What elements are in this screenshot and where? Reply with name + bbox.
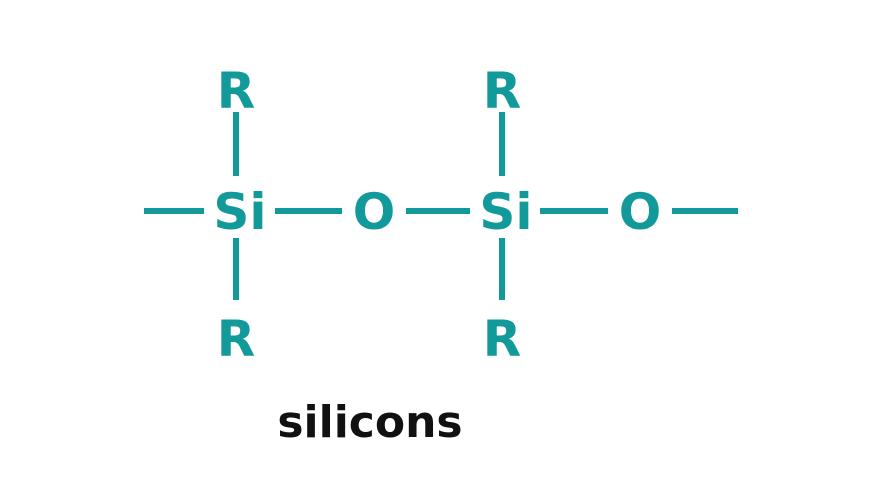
atom-r-top-1: R [217,62,256,120]
diagram-caption: silicons [277,397,462,448]
atom-r-bottom-2: R [483,310,522,368]
atom-si-2: Si [479,183,532,241]
atom-o-1: O [353,183,396,241]
atom-r-bottom-1: R [217,310,256,368]
atom-si-1: Si [213,183,266,241]
atom-r-top-2: R [483,62,522,120]
atom-o-2: O [619,183,662,241]
